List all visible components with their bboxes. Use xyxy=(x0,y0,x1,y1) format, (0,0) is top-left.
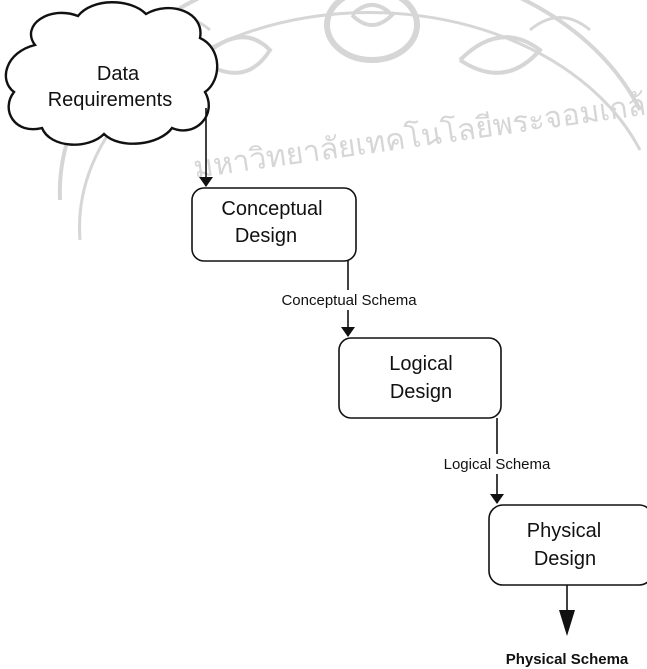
conceptual-design-label-line2: Design xyxy=(235,225,297,247)
physical-design-label-line1: Physical xyxy=(527,520,601,542)
physical-design-label-line2: Design xyxy=(534,548,596,570)
logical-schema-label: Logical Schema xyxy=(444,456,551,473)
conceptual-design-label-line1: Conceptual xyxy=(221,198,322,220)
logical-design-box: Logical Design xyxy=(338,337,502,419)
physical-design-box: Physical Design xyxy=(488,504,647,586)
physical-schema-label: Physical Schema xyxy=(506,651,629,668)
watermark-text: มหาวิทยาลัยเทคโนโลยีพระจอมเกล้าธนบุรี xyxy=(191,74,647,187)
data-requirements-label-line1: Data xyxy=(97,63,140,85)
data-requirements-cloud: Data Requirements xyxy=(4,1,219,146)
conceptual-schema-label: Conceptual Schema xyxy=(281,292,417,309)
logical-schema-label-bg xyxy=(426,454,568,474)
conceptual-schema-label-bg xyxy=(262,290,436,310)
logical-design-label-line1: Logical xyxy=(389,353,452,375)
data-requirements-label-line2: Requirements xyxy=(48,89,173,111)
physical-schema-arrowhead xyxy=(559,610,575,636)
conceptual-design-box: Conceptual Design xyxy=(191,187,357,262)
logical-design-label-line2: Design xyxy=(390,381,452,403)
